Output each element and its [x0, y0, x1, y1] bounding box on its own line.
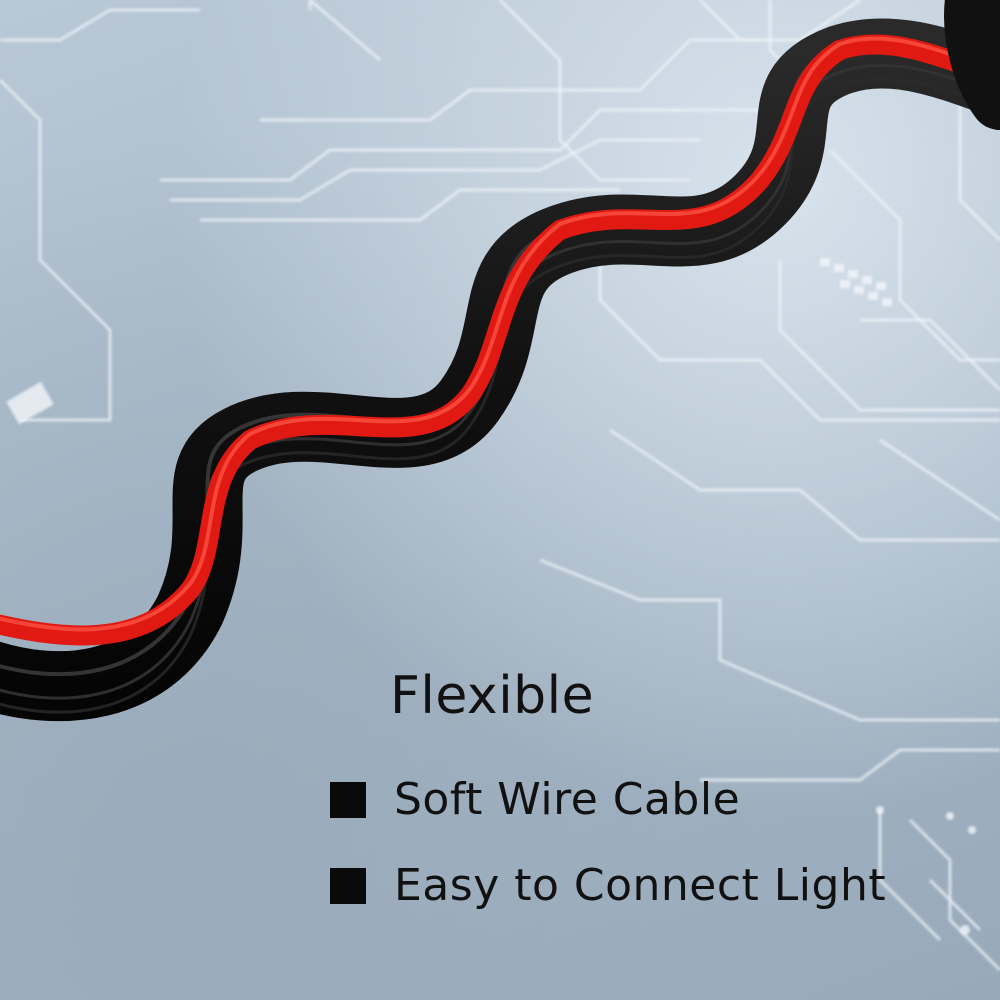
feature-text: Easy to Connect Light	[394, 860, 887, 911]
black-square-bullet-icon	[330, 868, 366, 904]
circuit-pads	[6, 258, 976, 935]
feature-text: Soft Wire Cable	[394, 774, 741, 825]
circuit-lines	[0, 0, 1000, 972]
headline: Flexible	[390, 666, 595, 726]
black-square-bullet-icon	[330, 782, 366, 818]
coiled-wire	[0, 0, 1000, 722]
